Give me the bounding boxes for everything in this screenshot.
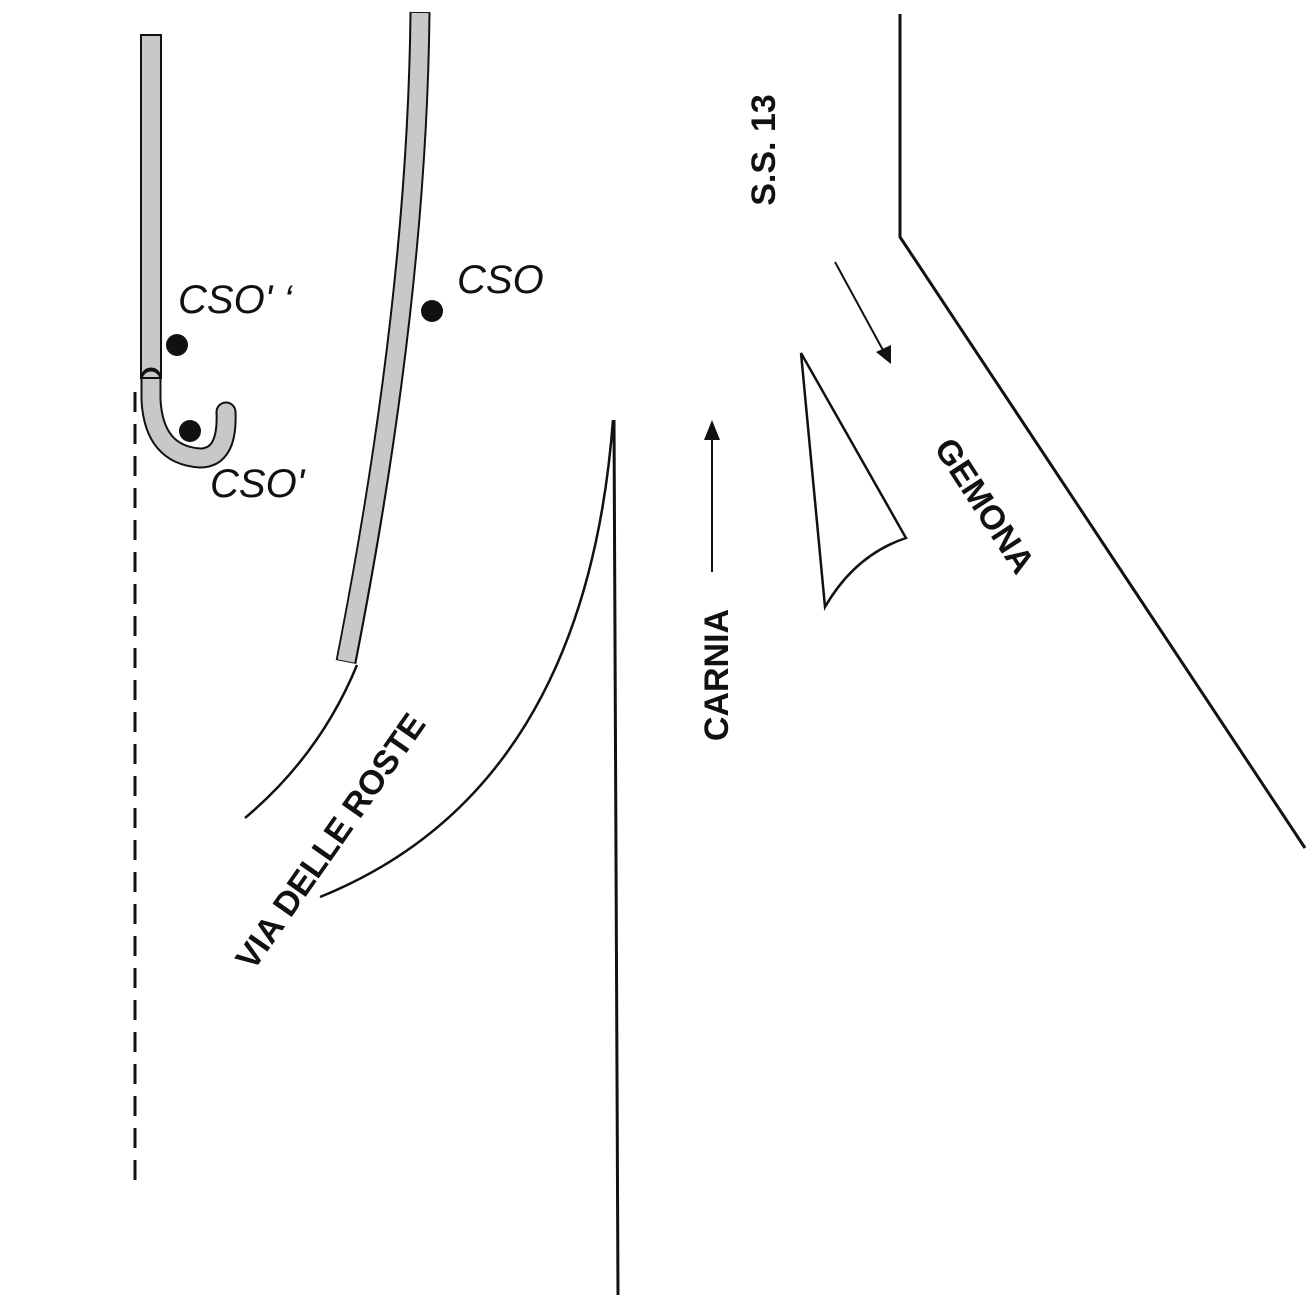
via-delle-roste-edge-upper [244, 664, 359, 819]
via-delle-roste-label: VIA DELLE ROSTE [229, 707, 434, 977]
cso-point [421, 300, 443, 322]
hook-wall [142, 371, 235, 467]
via-delle-roste-edge-lower [319, 419, 615, 899]
gemona-label: GEMONA [927, 432, 1042, 581]
ss13-label: S.S. 13 [745, 94, 783, 206]
arrow-up-icon [704, 420, 720, 572]
left-wall [140, 34, 162, 379]
road-center-edge [612, 419, 620, 1296]
ss13-right-edge [898, 14, 1307, 849]
carnia-label: CARNIA [698, 609, 736, 741]
long-wall [337, 12, 429, 663]
traffic-island [799, 352, 908, 612]
arrow-down-right-icon [834, 261, 891, 364]
cso-double-prime-point [166, 334, 188, 356]
cso-double-prime-label: CSO' ‘ [178, 278, 293, 322]
cso-prime-label: CSO' [210, 462, 306, 506]
cso-label: CSO [457, 258, 544, 302]
cso-prime-point [179, 420, 201, 442]
